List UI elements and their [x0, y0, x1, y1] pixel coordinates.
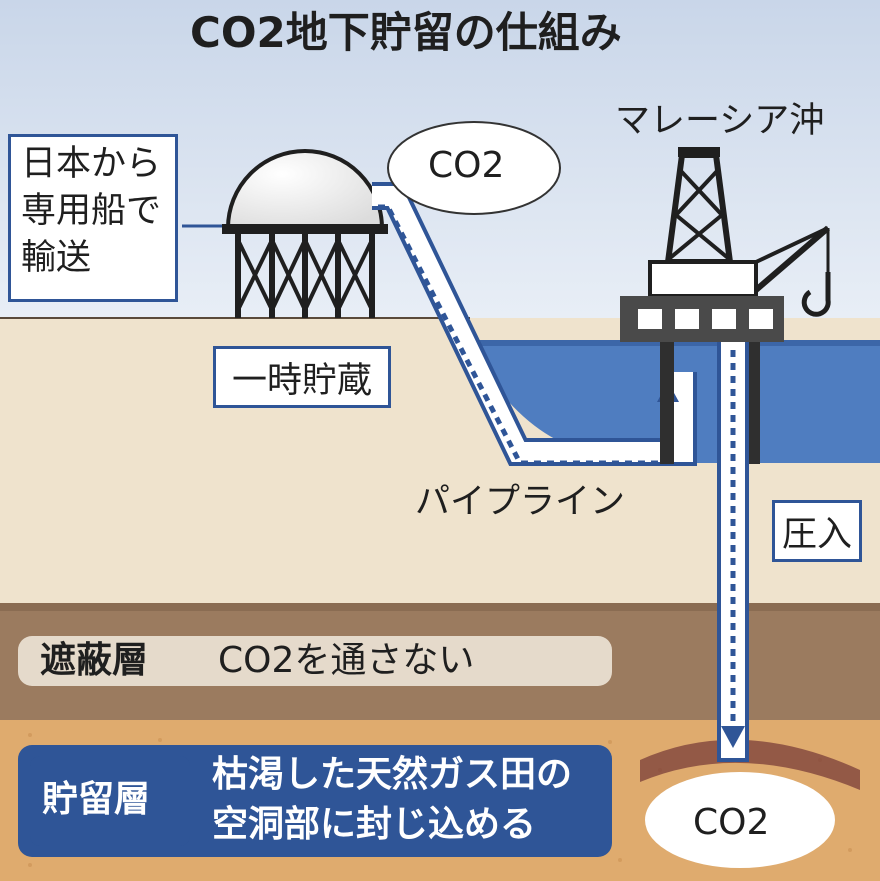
co2-cloud [387, 121, 561, 215]
reservoir-layer-desc-2: 空洞部に封じ込める [212, 804, 537, 845]
malaysia-label: マレーシア沖 [615, 101, 825, 141]
seal-layer-name: 遮蔽層 [40, 640, 149, 681]
storage-tank [222, 149, 388, 318]
reservoir-layer-desc-1: 枯渇した天然ガス田の [212, 754, 573, 795]
co2-cavity-label: CO2 [693, 802, 770, 843]
seal-layer-desc: CO2を通さない [218, 640, 475, 681]
injection-label: 圧入 [772, 500, 862, 562]
pipeline-label: パイプライン [415, 482, 626, 522]
co2-cloud-label: CO2 [428, 145, 505, 186]
diagram-title: CO2地下貯留の仕組み [190, 8, 622, 57]
transport-line-2: 専用船で [21, 191, 162, 231]
reservoir-layer-name: 貯留層 [42, 779, 151, 820]
co2-cavity [645, 772, 835, 868]
seal-layer-band [18, 636, 612, 686]
offshore-platform [620, 147, 831, 464]
transport-label-box: 日本から 専用船で 輸送 [8, 134, 178, 302]
temp-storage-label: 一時貯蔵 [213, 346, 391, 408]
injection-arrow-icon [721, 726, 745, 748]
transport-line-1: 日本から [21, 144, 162, 184]
transport-line-3: 輸送 [21, 238, 92, 278]
